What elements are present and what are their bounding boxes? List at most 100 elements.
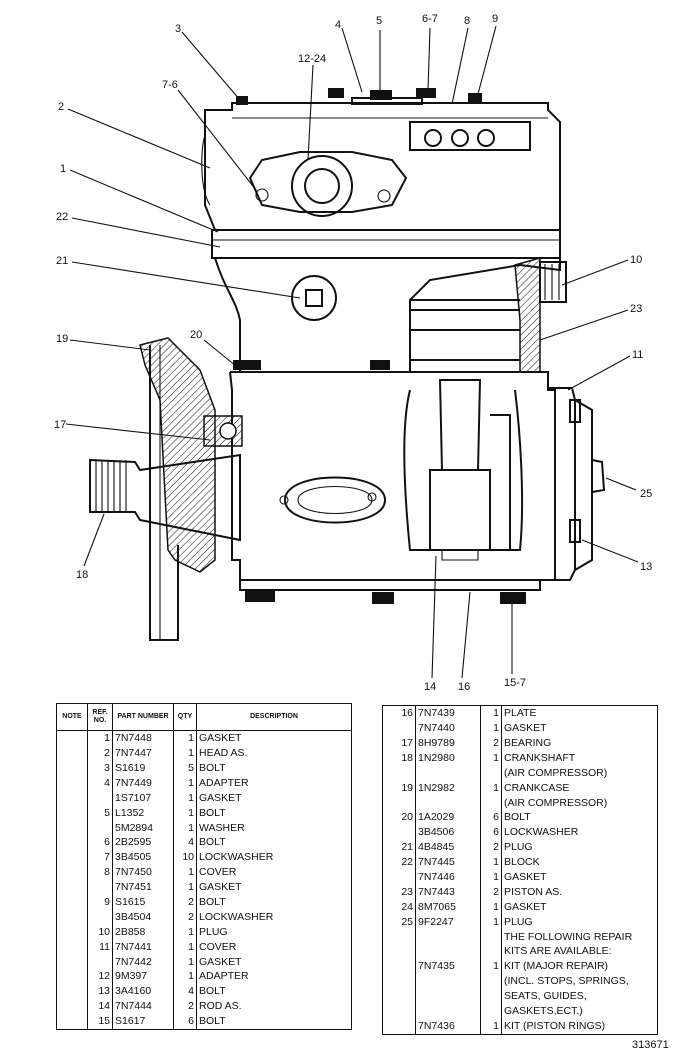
cell-qty [480,795,502,811]
cell-description: KITS ARE AVAILABLE: [504,945,612,958]
cell-qty [480,988,502,1004]
cell-ref-no: 18 [382,750,416,766]
cell-part-number: 2B858 [112,924,174,940]
callout-17: 17 [54,419,66,431]
header-note: NOTE [56,703,88,731]
cell-ref-no: 3 [87,760,113,776]
cell-description: LOCKWASHER [199,851,274,864]
cell-qty: 2 [173,894,197,910]
header-part-number: PART NUMBER [112,703,174,731]
cell-part-number: 7N7451 [112,879,174,895]
cell-qty [480,974,502,989]
table-header-row: NOTE REF. NO. PART NUMBER QTY DESCRIPTIO… [56,703,352,731]
cell-description: SEATS, GUIDES, [504,990,587,1003]
cell-description: BOLT [199,895,226,908]
cell-ref-no [382,974,416,989]
callout-14: 14 [424,681,436,693]
cell-qty: 2 [173,999,197,1014]
cell-description: GASKETS,ECT.) [504,1005,583,1017]
cell-qty: 4 [173,835,197,851]
cell-note [56,745,88,761]
cell-qty: 1 [480,750,502,766]
cell-part-number: S1619 [112,760,174,776]
callout-8: 8 [464,15,470,27]
callout-1: 1 [60,163,66,175]
cell-description: GASKET [199,955,242,968]
cell-part-number [415,1003,481,1019]
callout-22: 22 [56,211,68,223]
cell-ref-no: 4 [87,775,113,791]
cell-ref-no: 23 [382,884,416,900]
cell-ref-no: 13 [87,984,113,1000]
callout-9: 9 [492,13,498,25]
cell-part-number: 3B4505 [112,850,174,866]
cell-description: CRANKCASE [504,781,570,794]
table-row: (AIR COMPRESSOR) [382,765,658,781]
cell-part-number: 4B4845 [415,840,481,855]
cell-qty: 1 [173,969,197,985]
cell-part-number [415,974,481,989]
block-band [211,229,561,259]
crankcase-flange [89,337,243,641]
air-compressor-drawing: 3 4 5 6-7 8 9 12-24 7-6 2 1 22 21 10 23 … [54,13,652,693]
cell-note [56,790,88,806]
cell-ref-no [382,765,416,781]
cell-ref-no: 22 [382,854,416,870]
cell-part-number: 8H9789 [415,735,481,751]
cell-note [56,1013,88,1030]
table-row: KITS ARE AVAILABLE: [382,944,658,960]
cell-description: KIT (MAJOR REPAIR) [504,960,609,973]
cell-ref-no: 19 [382,780,416,796]
cell-description: BOLT [199,836,226,849]
cell-description: PLUG [504,841,533,854]
callout-10: 10 [630,254,642,266]
cell-ref-no [87,954,113,970]
cell-qty [480,944,502,960]
cell-description: (AIR COMPRESSOR) [504,796,608,809]
cell-qty: 2 [480,735,502,751]
cell-note [56,865,88,880]
cell-qty: 1 [480,899,502,915]
cell-description: THE FOLLOWING REPAIR [504,930,633,943]
cell-description: (INCL. STOPS, SPRINGS, [504,975,629,988]
cell-qty: 1 [173,865,197,880]
cell-description: GASKET [199,732,242,745]
cell-description: PLUG [199,925,228,938]
cell-ref-no: 11 [87,939,113,955]
cell-part-number: 3A4160 [112,984,174,1000]
cell-description: GASKET [504,870,547,883]
cell-note [56,805,88,821]
cell-qty: 5 [173,760,197,776]
cell-ref-no [87,820,113,836]
cell-note [56,820,88,836]
cell-ref-no: 6 [87,835,113,851]
cell-ref-no [87,879,113,895]
cell-part-number: 1N2982 [415,780,481,796]
cell-ref-no [382,944,416,960]
callout-6-7: 6-7 [422,13,438,25]
cell-note [56,909,88,925]
cell-part-number: 3B4506 [415,825,481,841]
cell-qty: 1 [173,820,197,836]
cell-description: PLUG [504,915,533,928]
callout-19: 19 [56,333,68,345]
cell-qty: 2 [480,884,502,900]
cell-note [56,939,88,955]
cell-ref-no [87,790,113,806]
cell-part-number: 7N7439 [415,705,481,721]
callout-23: 23 [630,303,642,315]
cell-description: LOCKWASHER [504,826,579,839]
